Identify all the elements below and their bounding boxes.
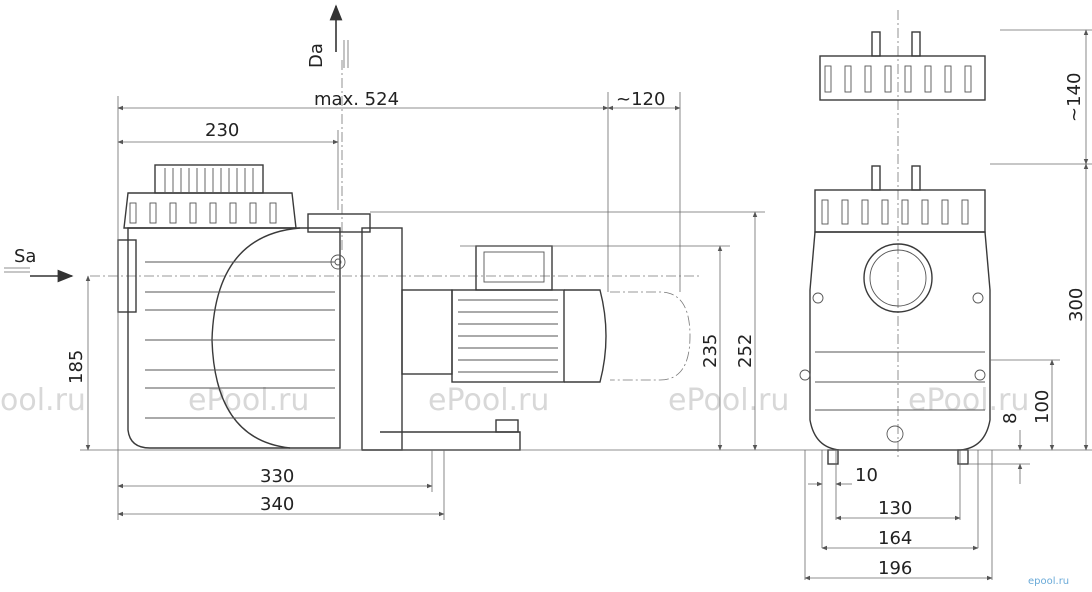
lid-ribs xyxy=(164,168,254,192)
label-140: ~140 xyxy=(1064,73,1085,122)
label-130: 130 xyxy=(878,498,912,519)
label-235: 235 xyxy=(700,334,721,368)
label-100: 100 xyxy=(1032,390,1053,424)
label-196: 196 xyxy=(878,558,912,579)
label-300: 300 xyxy=(1066,288,1087,322)
dimension-labels: max. 524 ~120 230 330 340 10 130 164 196… xyxy=(14,43,1087,579)
label-185: 185 xyxy=(66,350,87,384)
label-8: 8 xyxy=(1000,413,1021,424)
label-252: 252 xyxy=(735,334,756,368)
watermarks: ool.ru ePool.ru ePool.ru ePool.ru ePool.… xyxy=(0,383,1029,418)
label-330: 330 xyxy=(260,466,294,487)
raised-lid-teeth xyxy=(824,65,972,93)
front-ribs xyxy=(815,351,985,411)
motor-fins xyxy=(458,299,558,373)
watermark-1: ool.ru xyxy=(0,383,86,418)
lid-teeth-front xyxy=(821,199,969,225)
label-340: 340 xyxy=(260,494,294,515)
body-ribs xyxy=(145,261,335,419)
watermark-5: ePool.ru xyxy=(908,383,1029,418)
label-sa: Sa xyxy=(14,246,36,267)
label-164: 164 xyxy=(878,528,912,549)
watermark-4: ePool.ru xyxy=(668,383,789,418)
label-10: 10 xyxy=(855,465,878,486)
label-max-524: max. 524 xyxy=(314,89,399,110)
dimensions xyxy=(4,4,1092,581)
label-230: 230 xyxy=(205,120,239,141)
logo: epool.ru xyxy=(1028,576,1069,587)
lid-teeth xyxy=(129,202,277,224)
side-view xyxy=(90,60,700,451)
label-120: ~120 xyxy=(616,89,665,110)
label-da: Da xyxy=(306,43,327,68)
watermark-3: ePool.ru xyxy=(428,383,549,418)
watermark-2: ePool.ru xyxy=(188,383,309,418)
